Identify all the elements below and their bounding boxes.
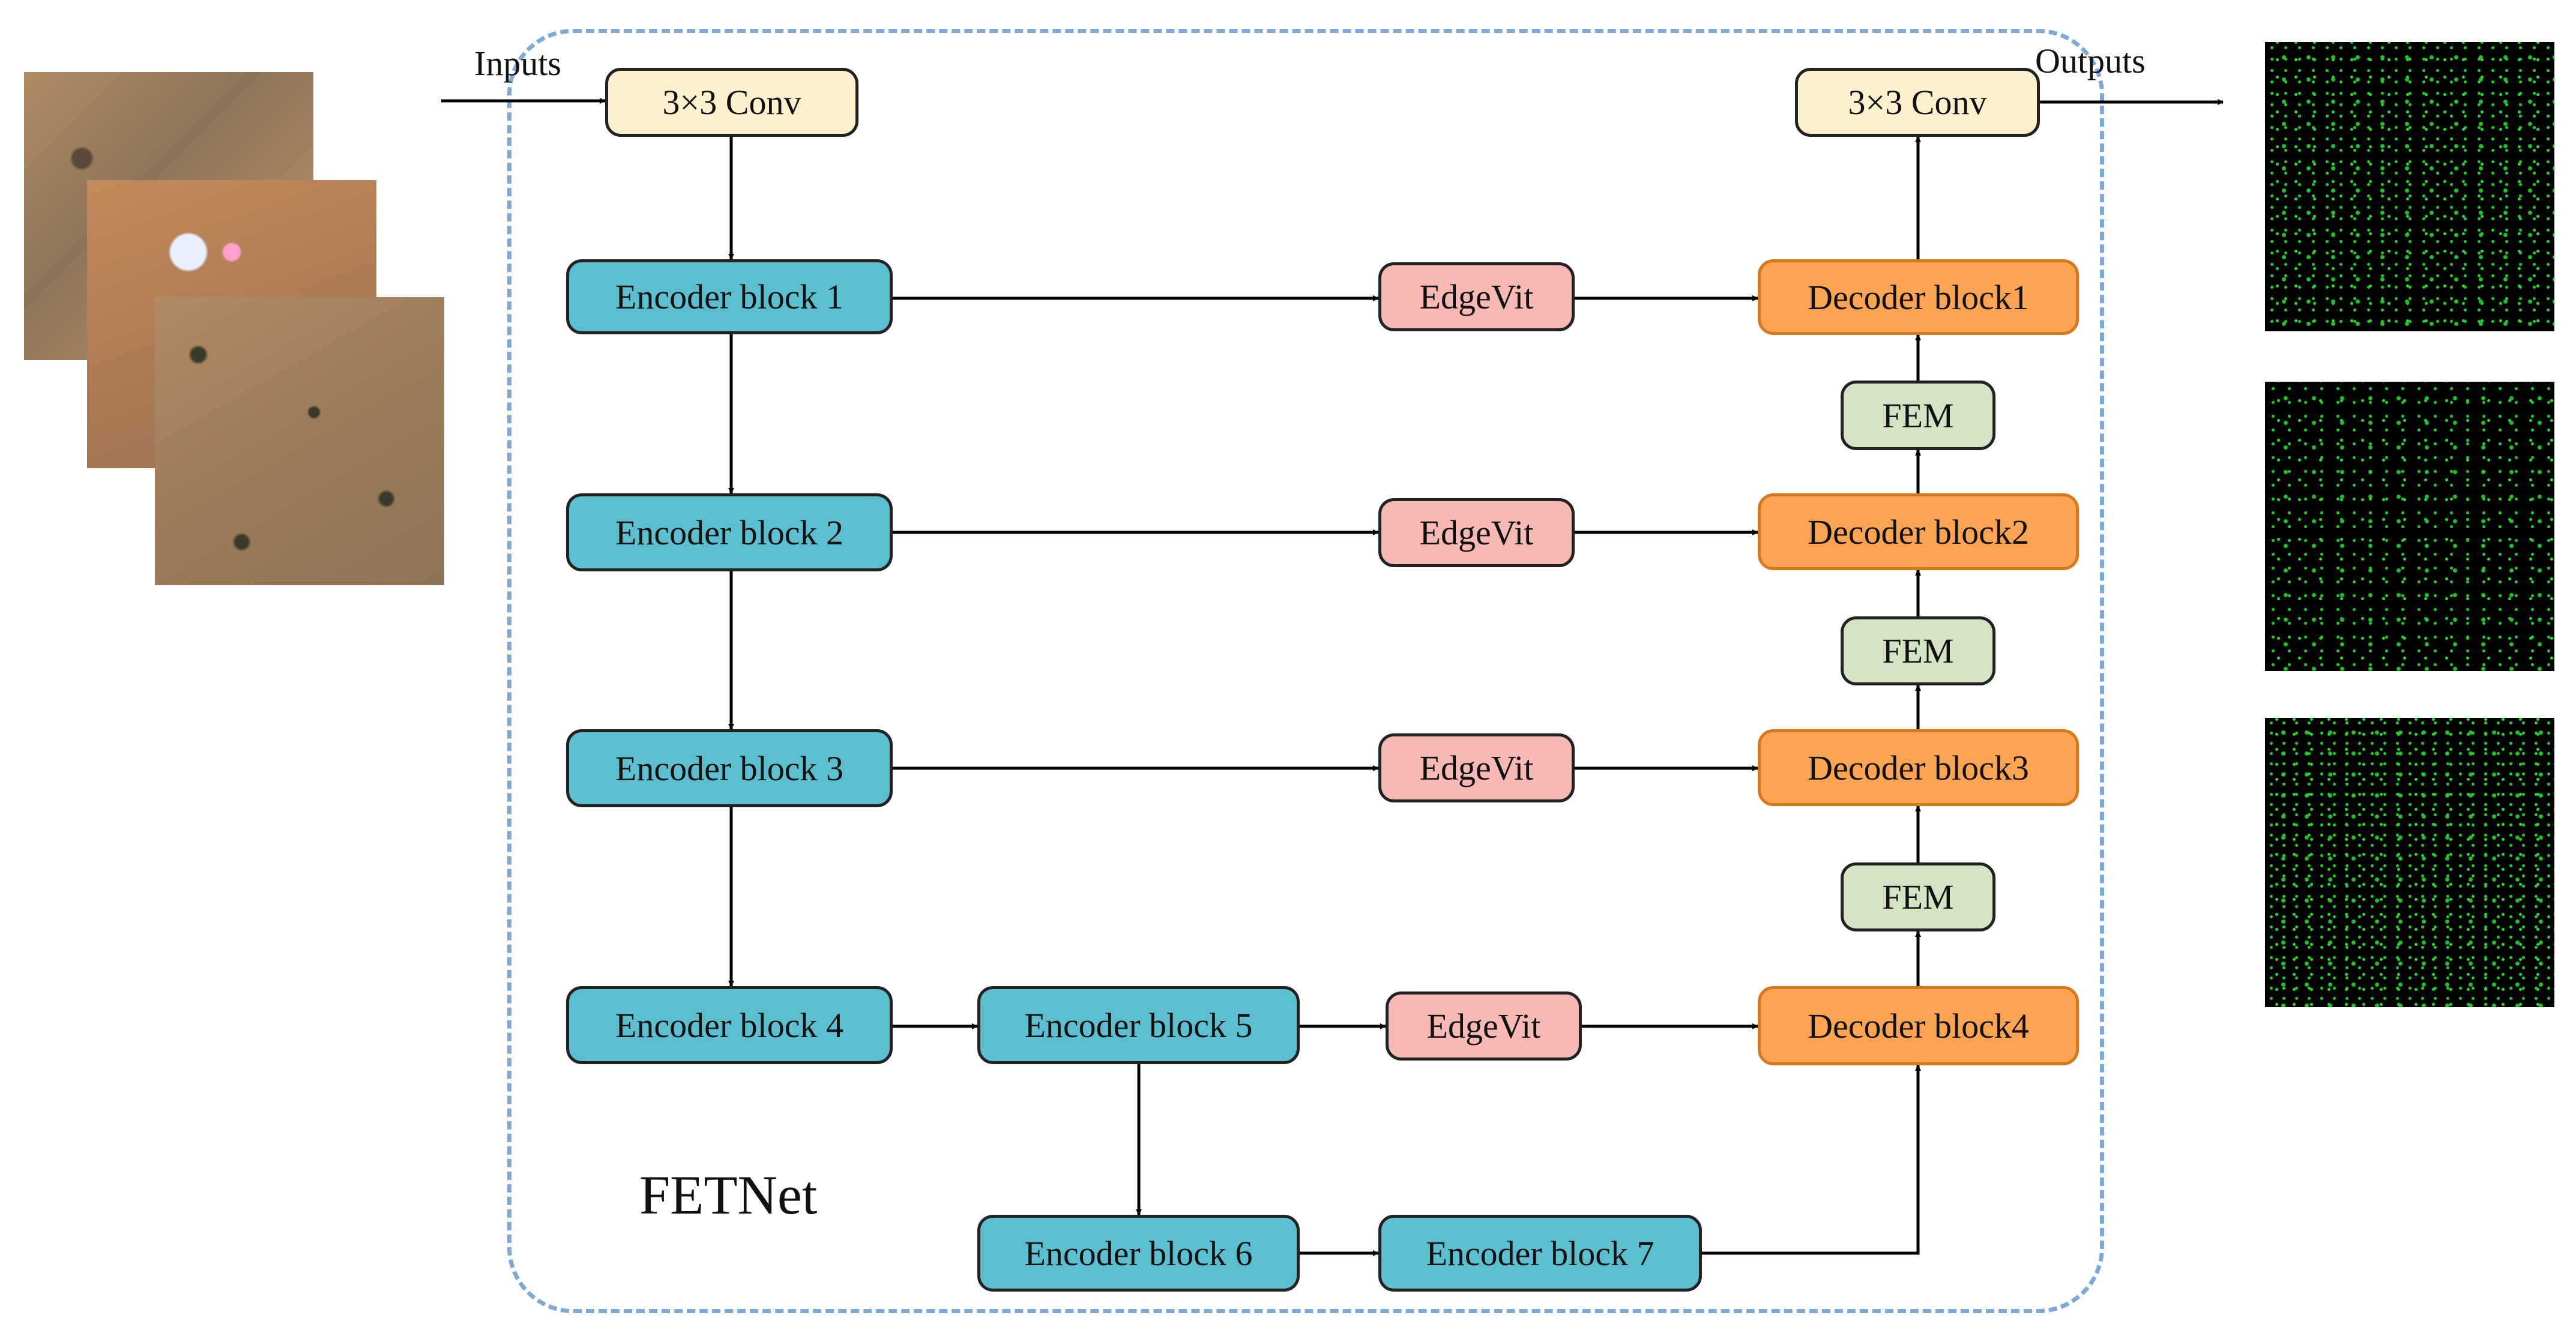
edgevit-block-1: EdgeVit (1378, 262, 1575, 331)
encoder-block-1: Encoder block 1 (566, 259, 893, 334)
outputs-label: Outputs (2035, 41, 2146, 80)
output-mask-2 (2265, 382, 2554, 671)
fem-block-3: FEM (1841, 862, 1995, 931)
network-name: FETNet (639, 1164, 818, 1226)
decoder-block-1: Decoder block1 (1758, 259, 2079, 335)
decoder-block-2: Decoder block2 (1758, 493, 2079, 570)
inputs-label: Inputs (474, 44, 561, 83)
encoder-block-2: Encoder block 2 (566, 493, 893, 571)
decoder-block-4: Decoder block4 (1758, 986, 2079, 1065)
input-conv-block: 3×3 Conv (605, 68, 858, 137)
fem-block-1: FEM (1841, 381, 1995, 450)
output-mask-1 (2265, 42, 2554, 331)
encoder-block-7: Encoder block 7 (1378, 1215, 1702, 1292)
input-image-3 (155, 297, 444, 585)
edgevit-block-3: EdgeVit (1378, 733, 1575, 802)
encoder-block-5: Encoder block 5 (977, 986, 1300, 1064)
decoder-block-3: Decoder block3 (1758, 729, 2079, 806)
edgevit-block-2: EdgeVit (1378, 498, 1575, 567)
encoder-block-6: Encoder block 6 (977, 1215, 1300, 1292)
output-conv-block: 3×3 Conv (1795, 68, 2040, 137)
fem-block-2: FEM (1841, 616, 1995, 685)
encoder-block-3: Encoder block 3 (566, 729, 893, 807)
output-mask-3 (2265, 718, 2554, 1007)
fetnet-frame (507, 29, 2104, 1313)
encoder-block-4: Encoder block 4 (566, 986, 893, 1064)
edgevit-block-4: EdgeVit (1386, 991, 1582, 1061)
